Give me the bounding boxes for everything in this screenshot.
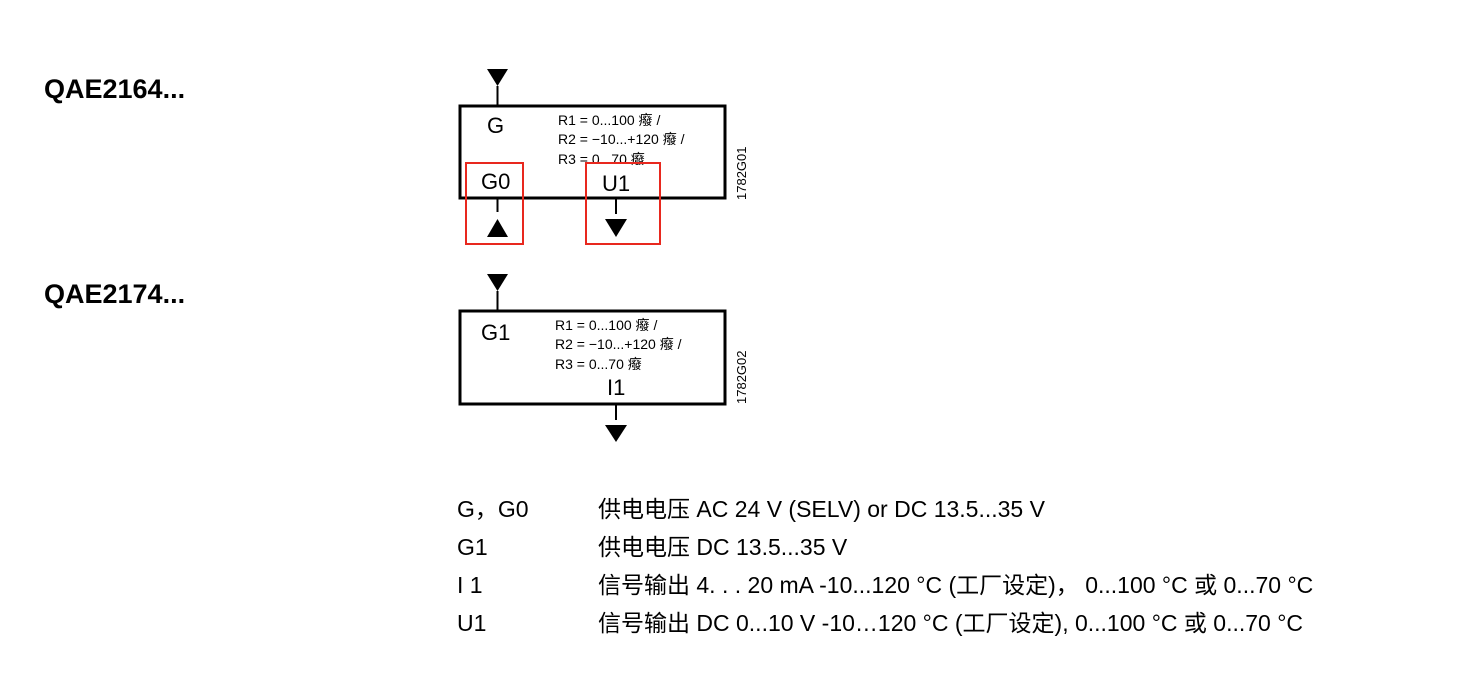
highlight-g0 [465,162,524,245]
legend-desc: 信号输出 4. . . 20 mA -10...120 °C (工厂设定)， 0… [598,572,1314,598]
range-r3: R3 = 0...70 癈 [555,356,642,372]
legend-desc: 信号输出 DC 0...10 V -10…120 °C (工厂设定), 0...… [598,610,1304,636]
range-r3: R3 = 0...70 癈 [558,151,645,167]
model-qae2164: QAE2164... [44,74,186,104]
output-arrow-i1 [605,425,627,442]
range-r1: R1 = 0...100 癈 / [558,112,660,128]
legend-desc: 供电电压 DC 13.5...35 V [598,534,848,560]
range-r2: R2 = −10...+120 癈 / [558,131,685,147]
legend-term: G，G0 [457,496,529,522]
block2-box [458,309,727,406]
figure-code-2: 1782G02 [734,351,749,405]
figure-code-1: 1782G01 [734,147,749,201]
input-arrow-g [487,69,508,86]
terminal-g0: G0 [481,169,510,194]
legend-term: G1 [457,534,488,560]
legend-term: U1 [457,610,487,636]
range-r1: R1 = 0...100 癈 / [555,317,657,333]
legend-term: I 1 [457,572,483,598]
terminal-g1: G1 [481,320,510,345]
highlight-u1 [585,162,661,245]
output-arrow-g0 [487,219,508,237]
terminal-i1: I1 [607,375,625,400]
legend-desc: 供电电压 AC 24 V (SELV) or DC 13.5...35 V [598,496,1045,522]
output-arrow-u1 [605,219,627,237]
block1-box [458,104,727,200]
input-arrow-g1 [487,274,508,291]
terminal-u1: U1 [602,171,630,196]
terminal-g: G [487,113,504,138]
model-qae2174: QAE2174... [44,279,186,309]
range-r2: R2 = −10...+120 癈 / [555,336,682,352]
